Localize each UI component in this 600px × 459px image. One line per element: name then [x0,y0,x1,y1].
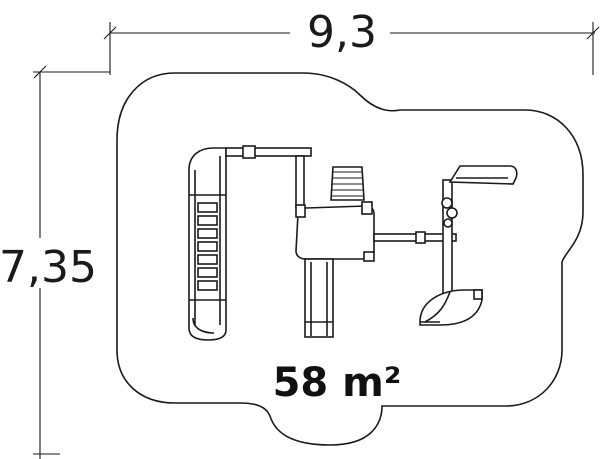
canopy-seat [448,165,518,185]
height-dimension: 7,35 [0,65,110,459]
height-dimension-label: 7,35 [0,242,97,293]
width-dimension: 9,3 [103,7,600,75]
tube-rungs [197,202,218,291]
connecting-bar [373,231,457,244]
crawl-tube [188,147,227,341]
top-rail [225,145,312,209]
area-label: 58 m² [273,360,402,406]
safety-zone-outline [116,72,584,446]
slide [304,258,334,338]
climbing-ladder [330,166,365,201]
width-dimension-label: 9,3 [307,7,377,58]
tower-platform [295,201,375,262]
fan-platform [419,289,483,326]
